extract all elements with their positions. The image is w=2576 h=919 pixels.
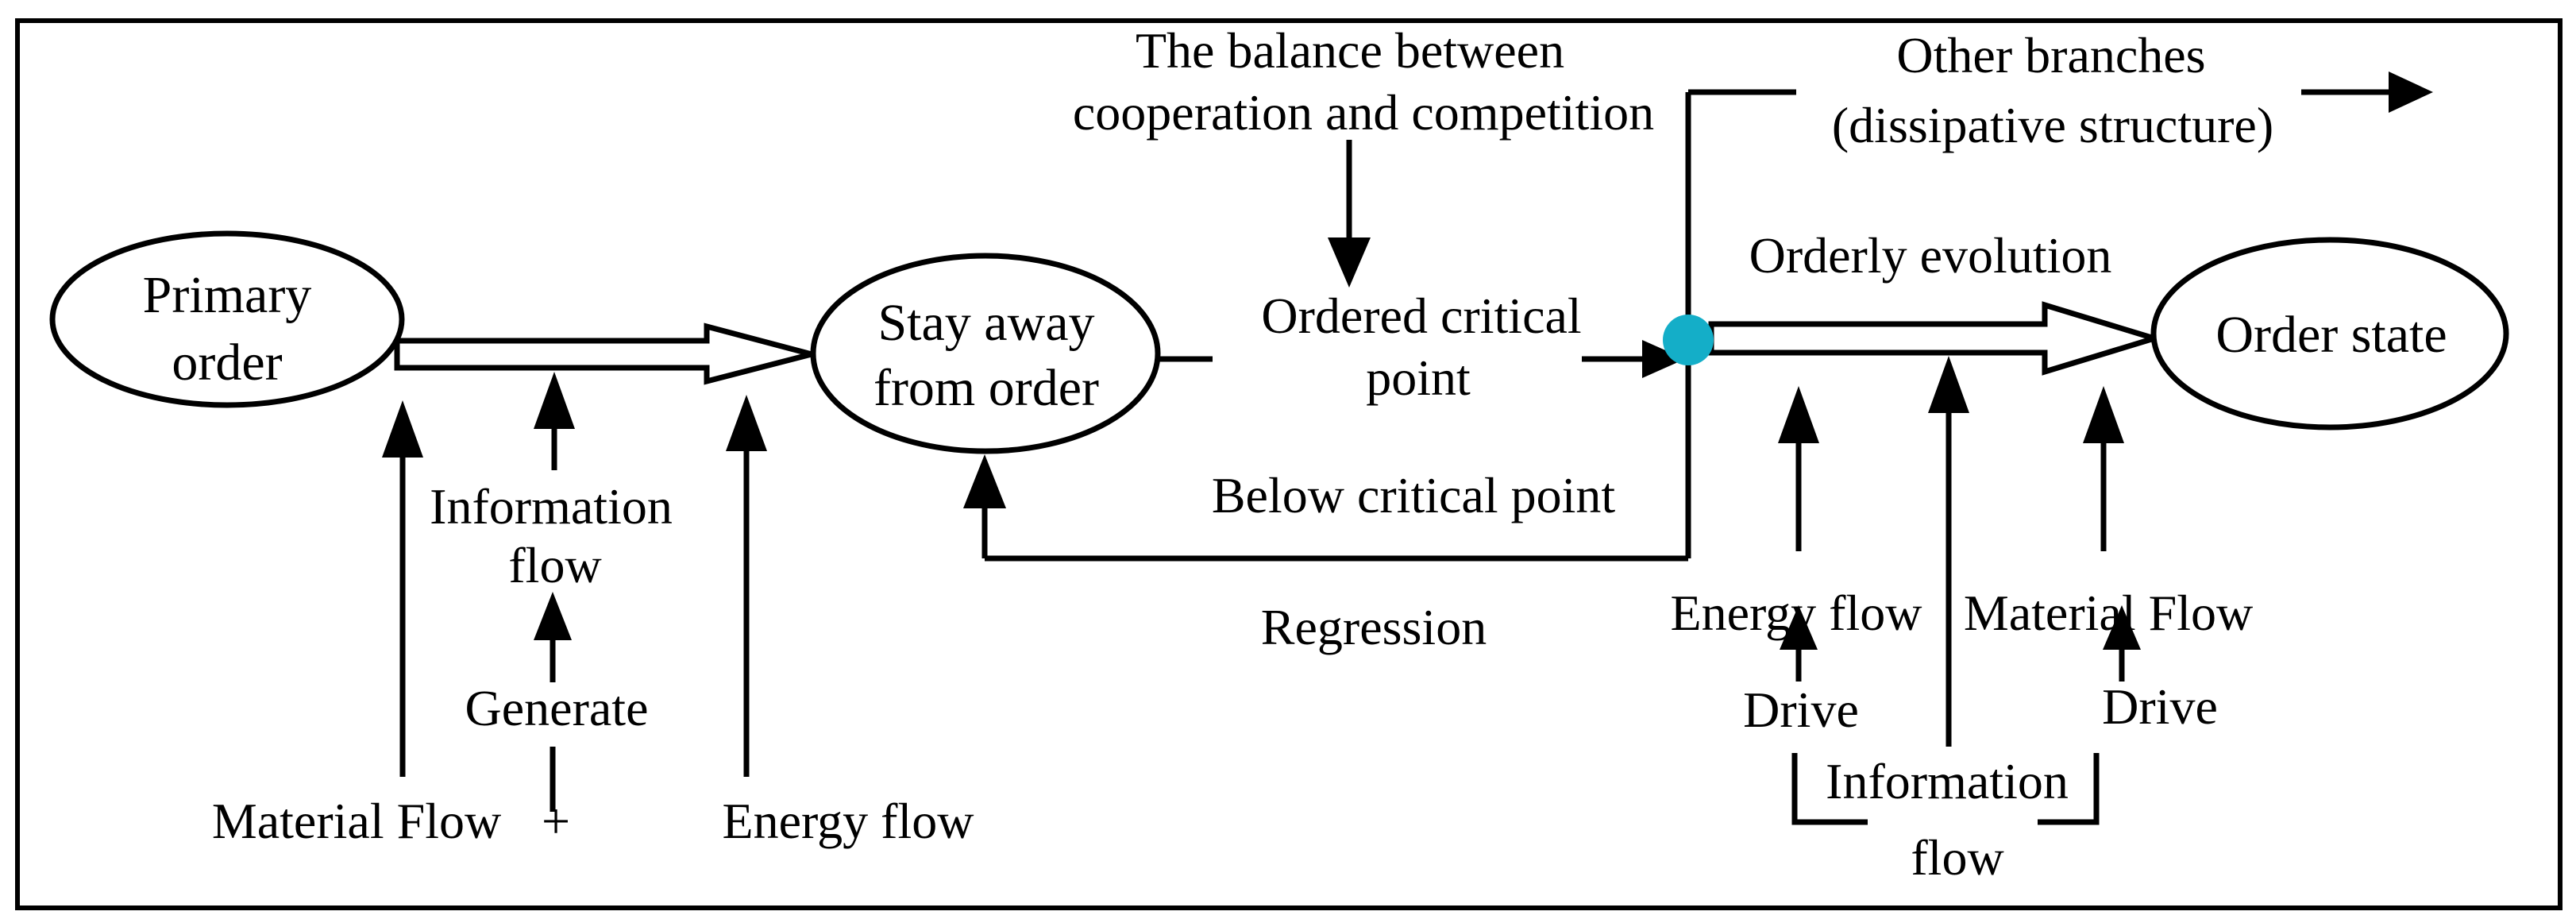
energy-flow-right-arrowhead-icon <box>1778 386 1819 443</box>
information-flow-right-arrowhead-icon <box>1928 356 1969 413</box>
order-state-node <box>2150 237 2509 431</box>
material-flow-left-label: Material Flow <box>212 793 501 849</box>
ordered-critical-label-line1: Ordered critical <box>1261 288 1581 344</box>
primary-order-label-line1: Primary <box>143 266 312 324</box>
hollow-arrow-junction-to-orderstate <box>1708 301 2165 376</box>
primary-order-label-line2: order <box>172 334 282 392</box>
stay-away-label-line1: Stay away <box>877 294 1094 352</box>
information-bracket-left <box>1791 753 1868 825</box>
regression-up-arrowhead-icon <box>963 454 1006 508</box>
regression-label: Regression <box>1261 599 1487 655</box>
ordered-critical-label-line2: point <box>1366 349 1471 406</box>
information-flow-left-label-line1: Information <box>430 478 673 535</box>
other-branches-arrowhead-icon <box>2389 71 2433 113</box>
plus-sign-label: + <box>542 793 570 849</box>
information-flow-right-label-line2: flow <box>1911 829 2003 886</box>
balance-label-line2: cooperation and competition <box>1073 84 1654 141</box>
information-bracket-right <box>2038 753 2100 825</box>
hollow-arrow-primary-to-stayaway <box>394 322 823 385</box>
drive-right-label: Drive <box>2102 678 2218 735</box>
material-flow-right-arrowhead-icon <box>2083 386 2124 443</box>
other-branches-label-line1: Other branches <box>1896 27 2205 83</box>
critical-to-junction-arrowhead-icon <box>1642 340 1685 378</box>
critical-junction-dot <box>1663 315 1714 365</box>
drive-right-arrowhead-icon <box>2103 605 2141 650</box>
order-state-label: Order state <box>2215 306 2447 364</box>
information-flow-right-label-line1: Information <box>1826 753 2069 809</box>
energy-flow-left-label: Energy flow <box>723 793 974 849</box>
generate-label: Generate <box>465 680 649 736</box>
other-branches-label-line2: (dissipative structure) <box>1832 97 2273 153</box>
stay-away-label-line2: from order <box>873 359 1099 417</box>
information-flow-left-label-line2: flow <box>508 537 601 593</box>
drive-left-arrowhead-icon <box>1780 605 1818 650</box>
orderly-evolution-label: Orderly evolution <box>1749 227 2112 284</box>
material-flow-right-label: Material Flow <box>1964 585 2253 641</box>
primary-order-node <box>49 230 405 408</box>
energy-flow-left-arrowhead-icon <box>726 395 767 451</box>
diagram-border <box>15 18 2563 910</box>
stay-away-node <box>810 253 1161 454</box>
below-critical-point-label: Below critical point <box>1212 467 1616 523</box>
information-flow-left-arrowhead-icon <box>534 372 575 429</box>
drive-left-label: Drive <box>1743 682 1859 738</box>
generate-arrowhead-icon <box>534 592 572 640</box>
material-flow-left-arrowhead-icon <box>382 400 423 458</box>
balance-label-line1: The balance between <box>1136 22 1564 79</box>
balance-down-arrowhead-icon <box>1328 237 1371 288</box>
